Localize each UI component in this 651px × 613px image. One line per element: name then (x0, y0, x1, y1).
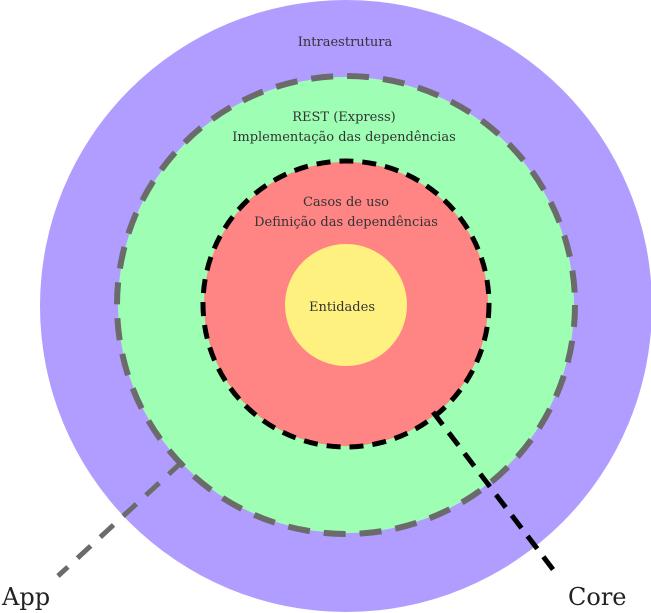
core-boundary-dashed (200, 158, 492, 450)
app-callout-label: App (1, 583, 50, 611)
entities-layer (285, 244, 407, 366)
app-layer-subtitle: Implementação das dependências (232, 130, 456, 145)
app-leader-line (56, 460, 184, 578)
use-cases-title: Casos de uso (303, 195, 389, 210)
infrastructure-label: Intraestrutura (298, 35, 393, 50)
use-cases-subtitle: Definição das dependências (254, 215, 438, 230)
core-callout-label: Core (568, 583, 627, 611)
entities-label: Entidades (309, 300, 375, 315)
app-layer-title: REST (Express) (292, 110, 396, 125)
core-leader-line (431, 410, 560, 578)
app-boundary-dashed (114, 73, 578, 537)
